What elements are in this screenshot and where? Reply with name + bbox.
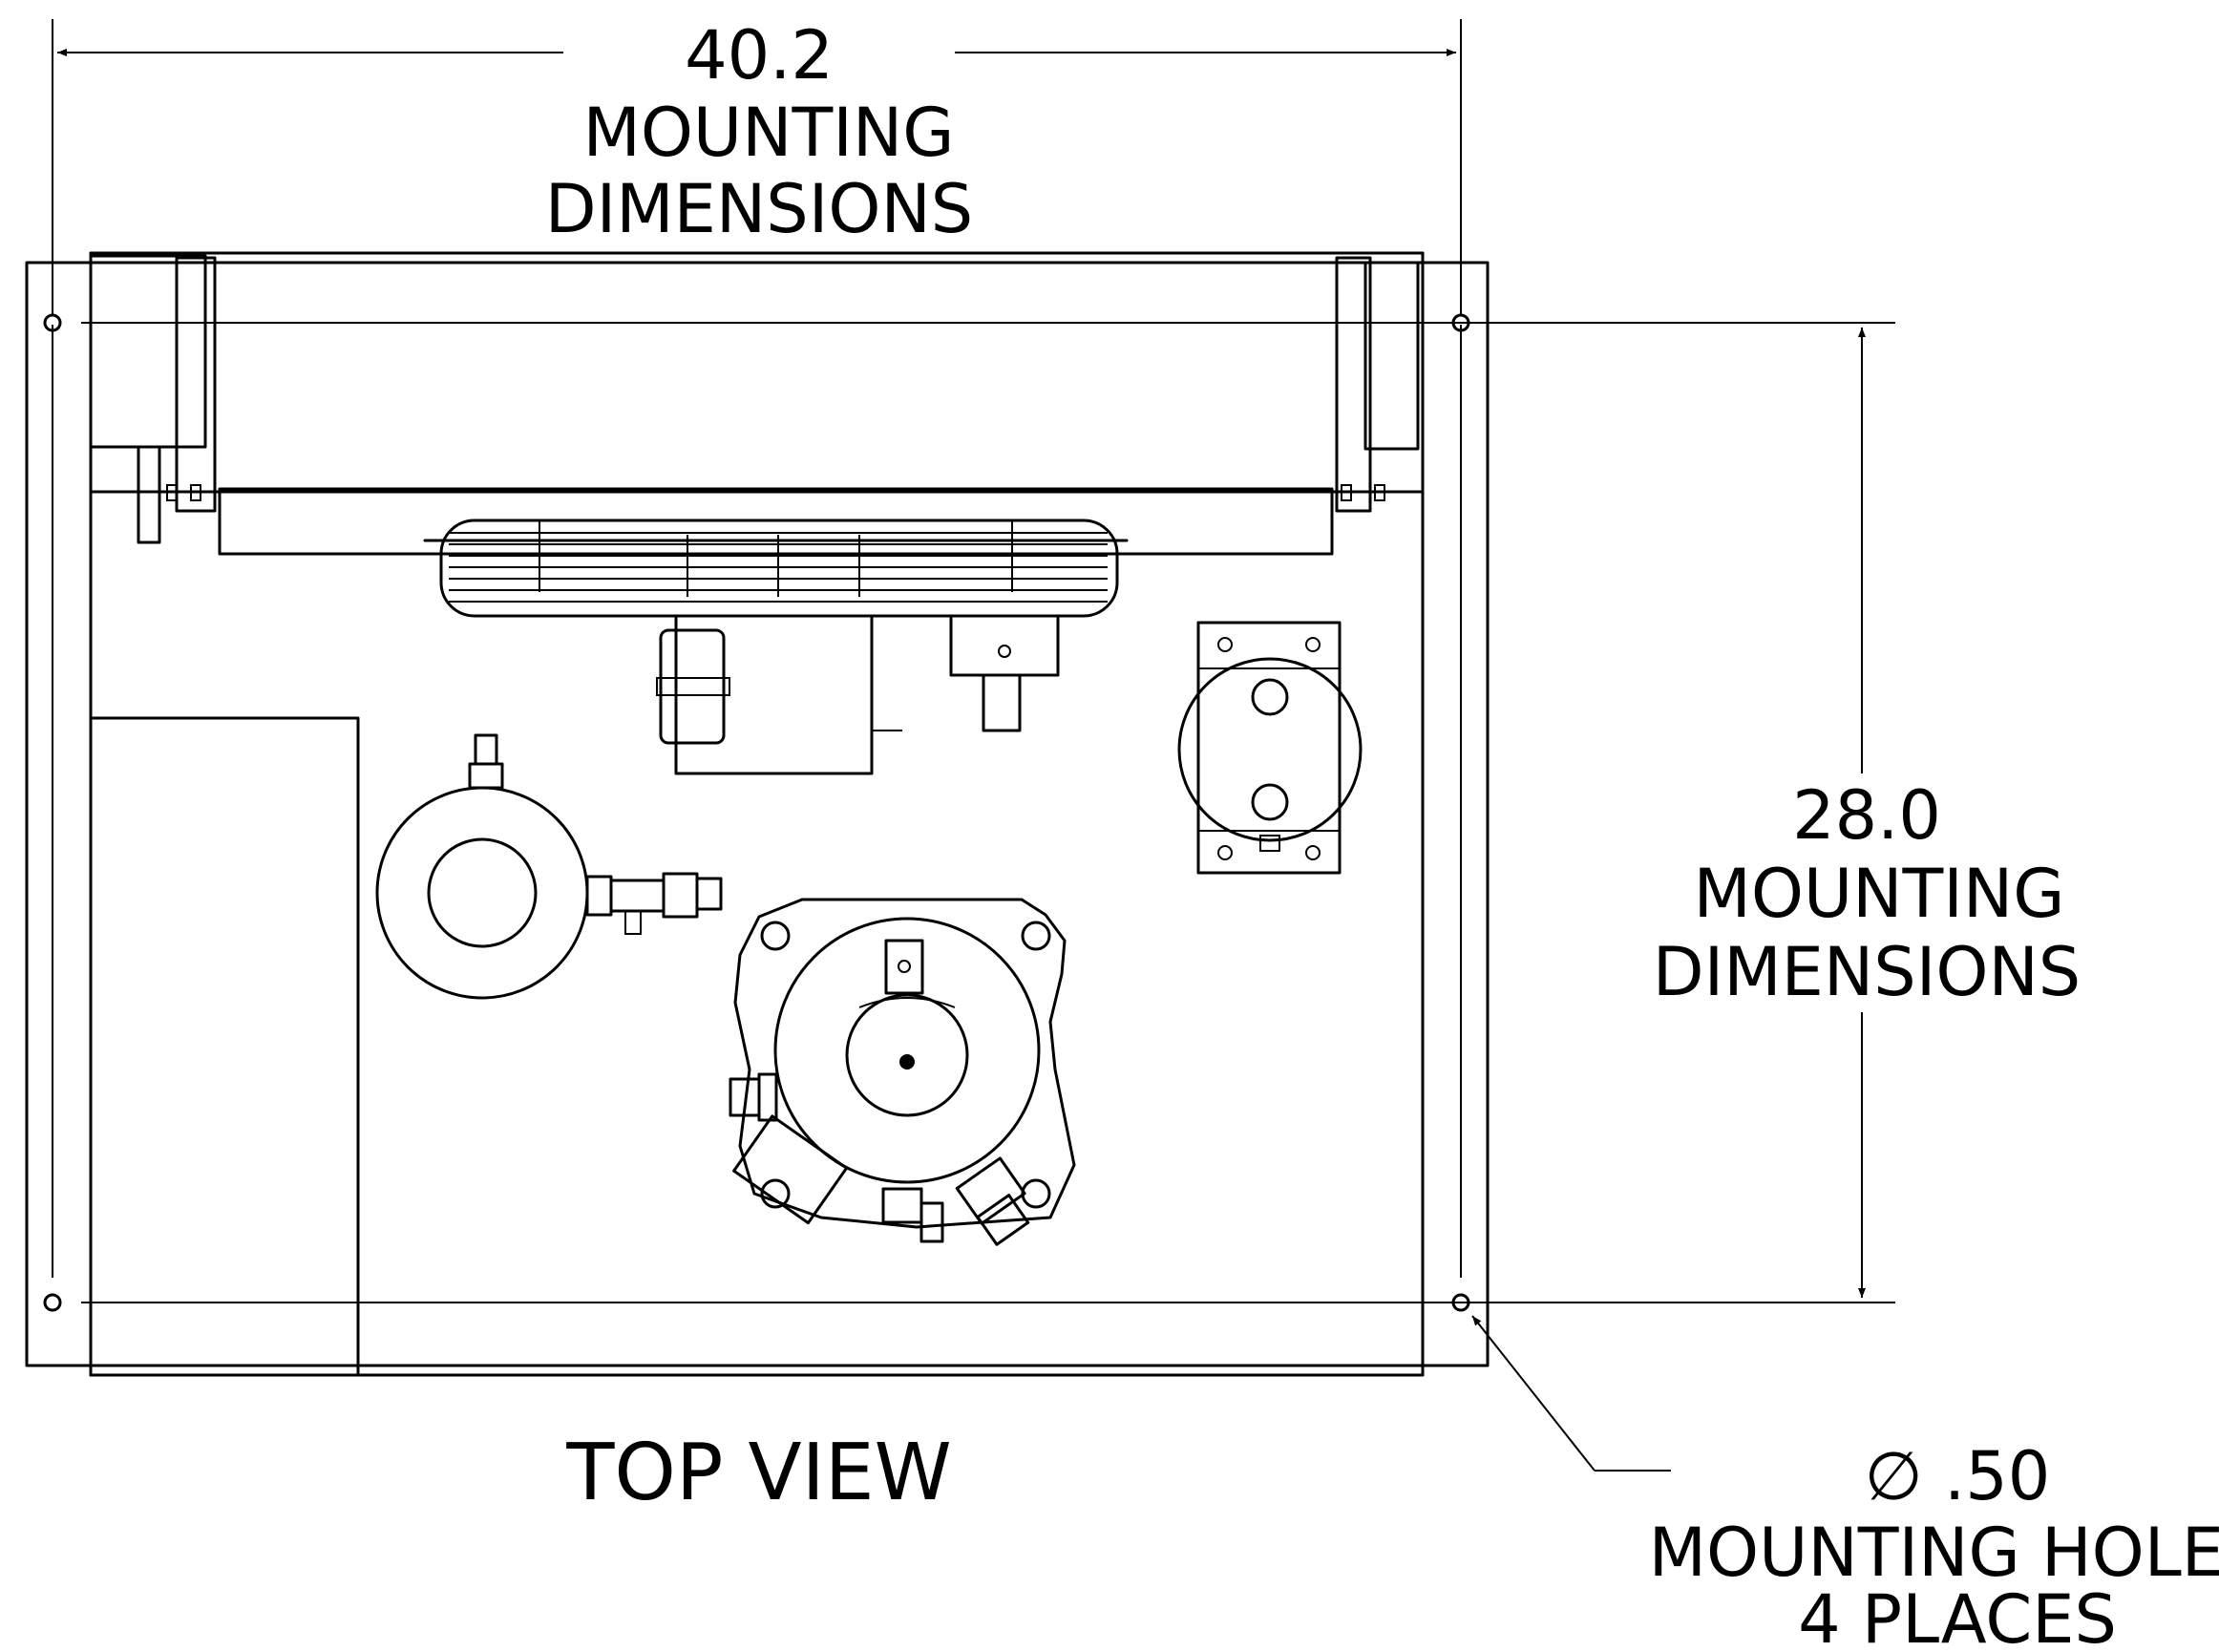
hole-leader-line (1471, 1315, 1671, 1472)
hole-center-lines (81, 322, 1895, 1303)
hole-diameter: ∅ .50 (1865, 1437, 2051, 1515)
fan-motor (949, 614, 1060, 732)
height-dimension-value: 28.0 (1792, 776, 1941, 855)
hole-callout-label-1: MOUNTING HOLES (1649, 1514, 2219, 1592)
view-title: TOP VIEW (565, 1428, 951, 1518)
accumulator (375, 733, 723, 1000)
width-dimension-value: 40.2 (685, 16, 834, 95)
hole-callout-label-2: 4 PLACES (1798, 1580, 2117, 1652)
height-dimension-label-2: DIMENSIONS (1653, 933, 2082, 1011)
width-dimension-label-2: DIMENSIONS (545, 170, 974, 248)
control-box (656, 614, 902, 775)
side-panel (89, 716, 360, 1377)
height-dimension-label-1: MOUNTING (1693, 855, 2064, 933)
base-plate (25, 251, 1490, 1377)
receiver-tank (1177, 621, 1363, 875)
fan-guard (423, 519, 1129, 618)
width-dimension-label-1: MOUNTING (582, 94, 954, 172)
condenser-coil (89, 251, 1425, 556)
compressor (729, 898, 1076, 1246)
width-dimension-lines (52, 19, 1462, 315)
